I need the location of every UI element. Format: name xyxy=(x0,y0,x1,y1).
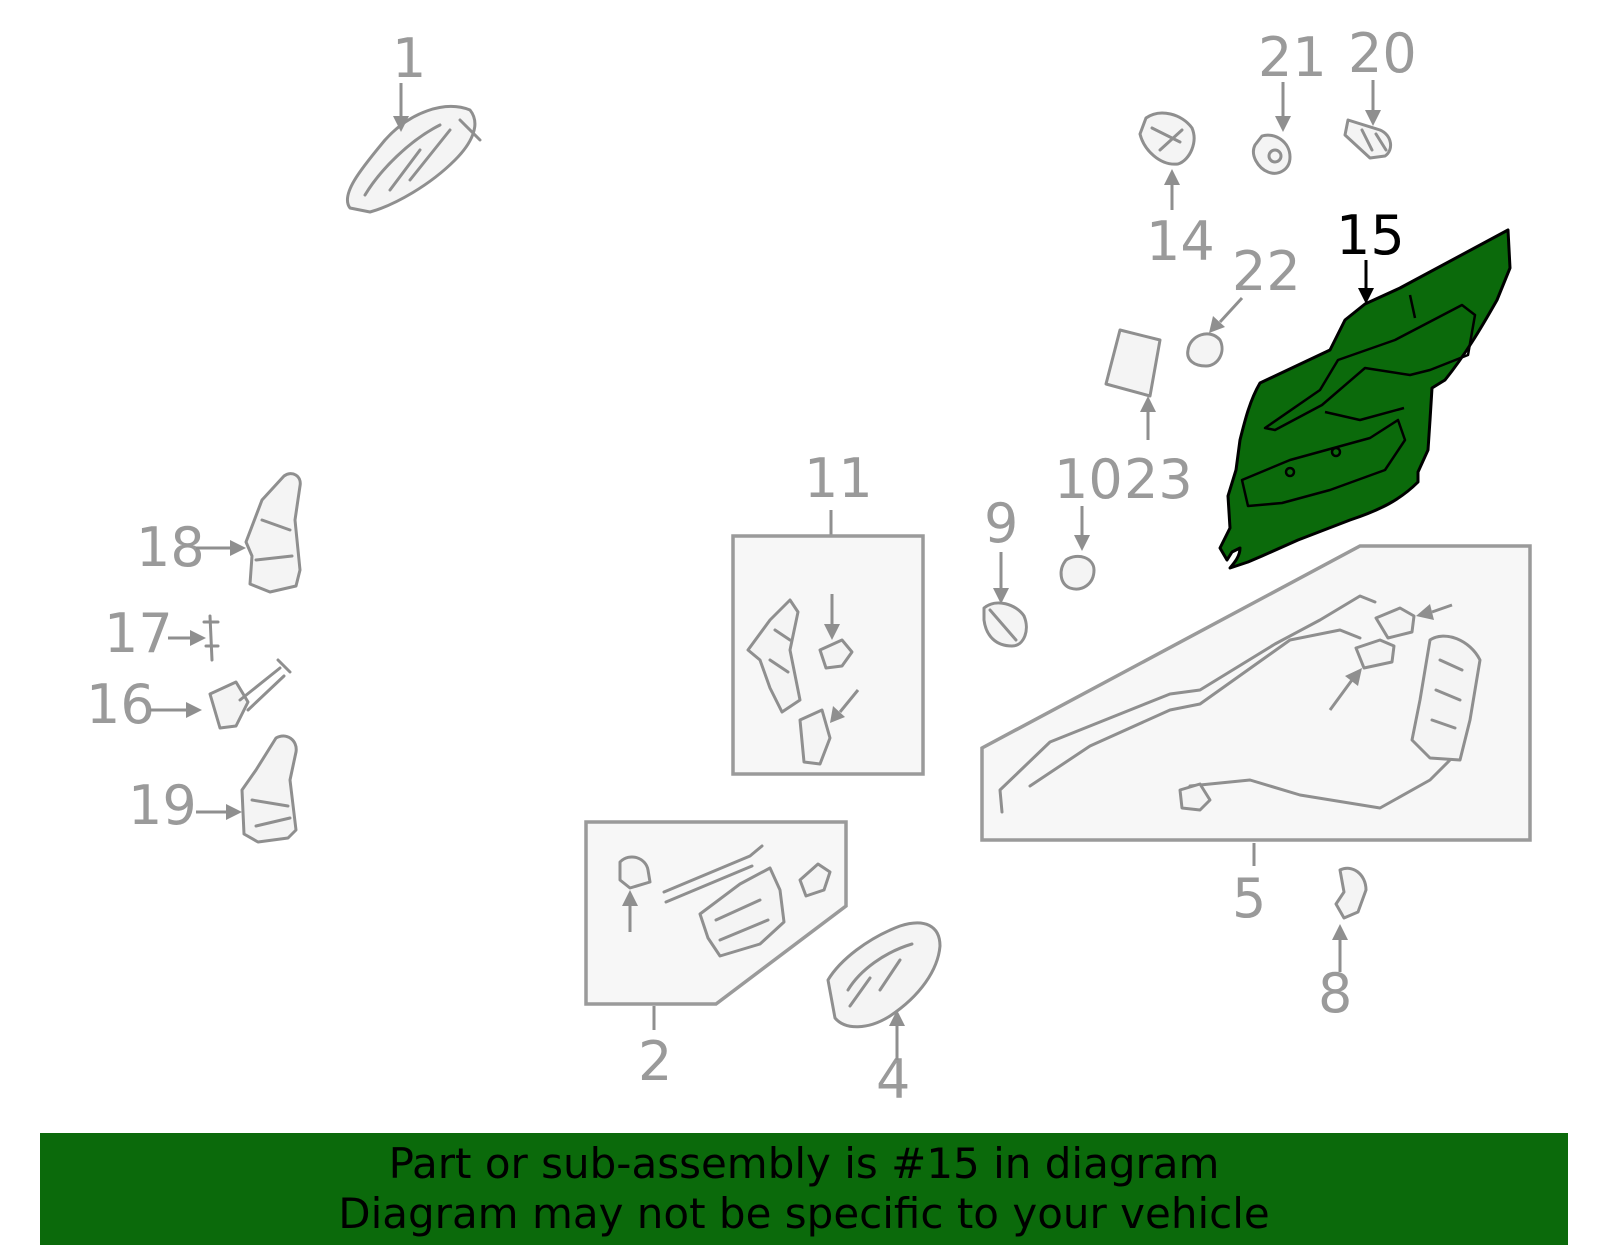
callout-5[interactable]: 5 xyxy=(1232,867,1266,930)
callout-23[interactable]: 23 xyxy=(1124,448,1193,511)
part-9-clip[interactable] xyxy=(982,552,1028,648)
part-21-grommet[interactable] xyxy=(1252,82,1292,175)
callout-11[interactable]: 11 xyxy=(804,447,873,510)
part-5-lock-assembly-box[interactable] xyxy=(980,544,1532,866)
part-6-connector[interactable] xyxy=(1374,603,1453,640)
part-12-bracket[interactable] xyxy=(818,594,854,670)
banner-line-2: Diagram may not be specific to your vehi… xyxy=(338,1189,1270,1238)
part-7-connector[interactable] xyxy=(1328,638,1396,711)
callout-9[interactable]: 9 xyxy=(984,492,1018,555)
callout-2[interactable]: 2 xyxy=(638,1030,672,1093)
part-10-clip[interactable] xyxy=(1059,506,1096,591)
part-1-outside-handle[interactable] xyxy=(345,83,482,214)
part-22-plug[interactable] xyxy=(1186,296,1244,368)
callout-18[interactable]: 18 xyxy=(136,516,205,579)
callout-16[interactable]: 16 xyxy=(86,673,155,736)
callout-20[interactable]: 20 xyxy=(1348,22,1417,85)
callout-19[interactable]: 19 xyxy=(128,774,197,837)
part-13-stopper[interactable] xyxy=(798,689,860,766)
callout-14[interactable]: 14 xyxy=(1146,210,1215,273)
callout-1[interactable]: 1 xyxy=(392,27,426,90)
info-banner: Part or sub-assembly is #15 in diagram D… xyxy=(40,1133,1568,1245)
callout-21[interactable]: 21 xyxy=(1258,26,1327,89)
callout-17[interactable]: 17 xyxy=(104,602,173,665)
callout-4[interactable]: 4 xyxy=(876,1048,910,1111)
callout-10[interactable]: 10 xyxy=(1054,448,1123,511)
part-20-bulb[interactable] xyxy=(1343,80,1393,160)
part-4-inside-handle[interactable] xyxy=(826,921,942,1060)
part-16-door-checker[interactable] xyxy=(150,658,292,730)
part-17-pin[interactable] xyxy=(168,614,220,662)
part-19-hinge[interactable] xyxy=(196,734,298,844)
part-2-inside-handle-box[interactable] xyxy=(584,820,848,1030)
callout-15[interactable]: 15 xyxy=(1336,204,1405,267)
part-8-rod-clip[interactable] xyxy=(1332,866,1368,972)
banner-line-1: Part or sub-assembly is #15 in diagram xyxy=(388,1139,1220,1188)
part-18-hinge[interactable] xyxy=(196,472,302,594)
part-23-seal-pad[interactable] xyxy=(1104,328,1162,440)
part-15-door-panel-highlighted[interactable] xyxy=(1218,228,1512,570)
part-14-clip[interactable] xyxy=(1138,111,1196,210)
part-3-clip[interactable] xyxy=(618,855,652,932)
callout-22[interactable]: 22 xyxy=(1232,240,1301,303)
callout-8[interactable]: 8 xyxy=(1318,962,1352,1025)
